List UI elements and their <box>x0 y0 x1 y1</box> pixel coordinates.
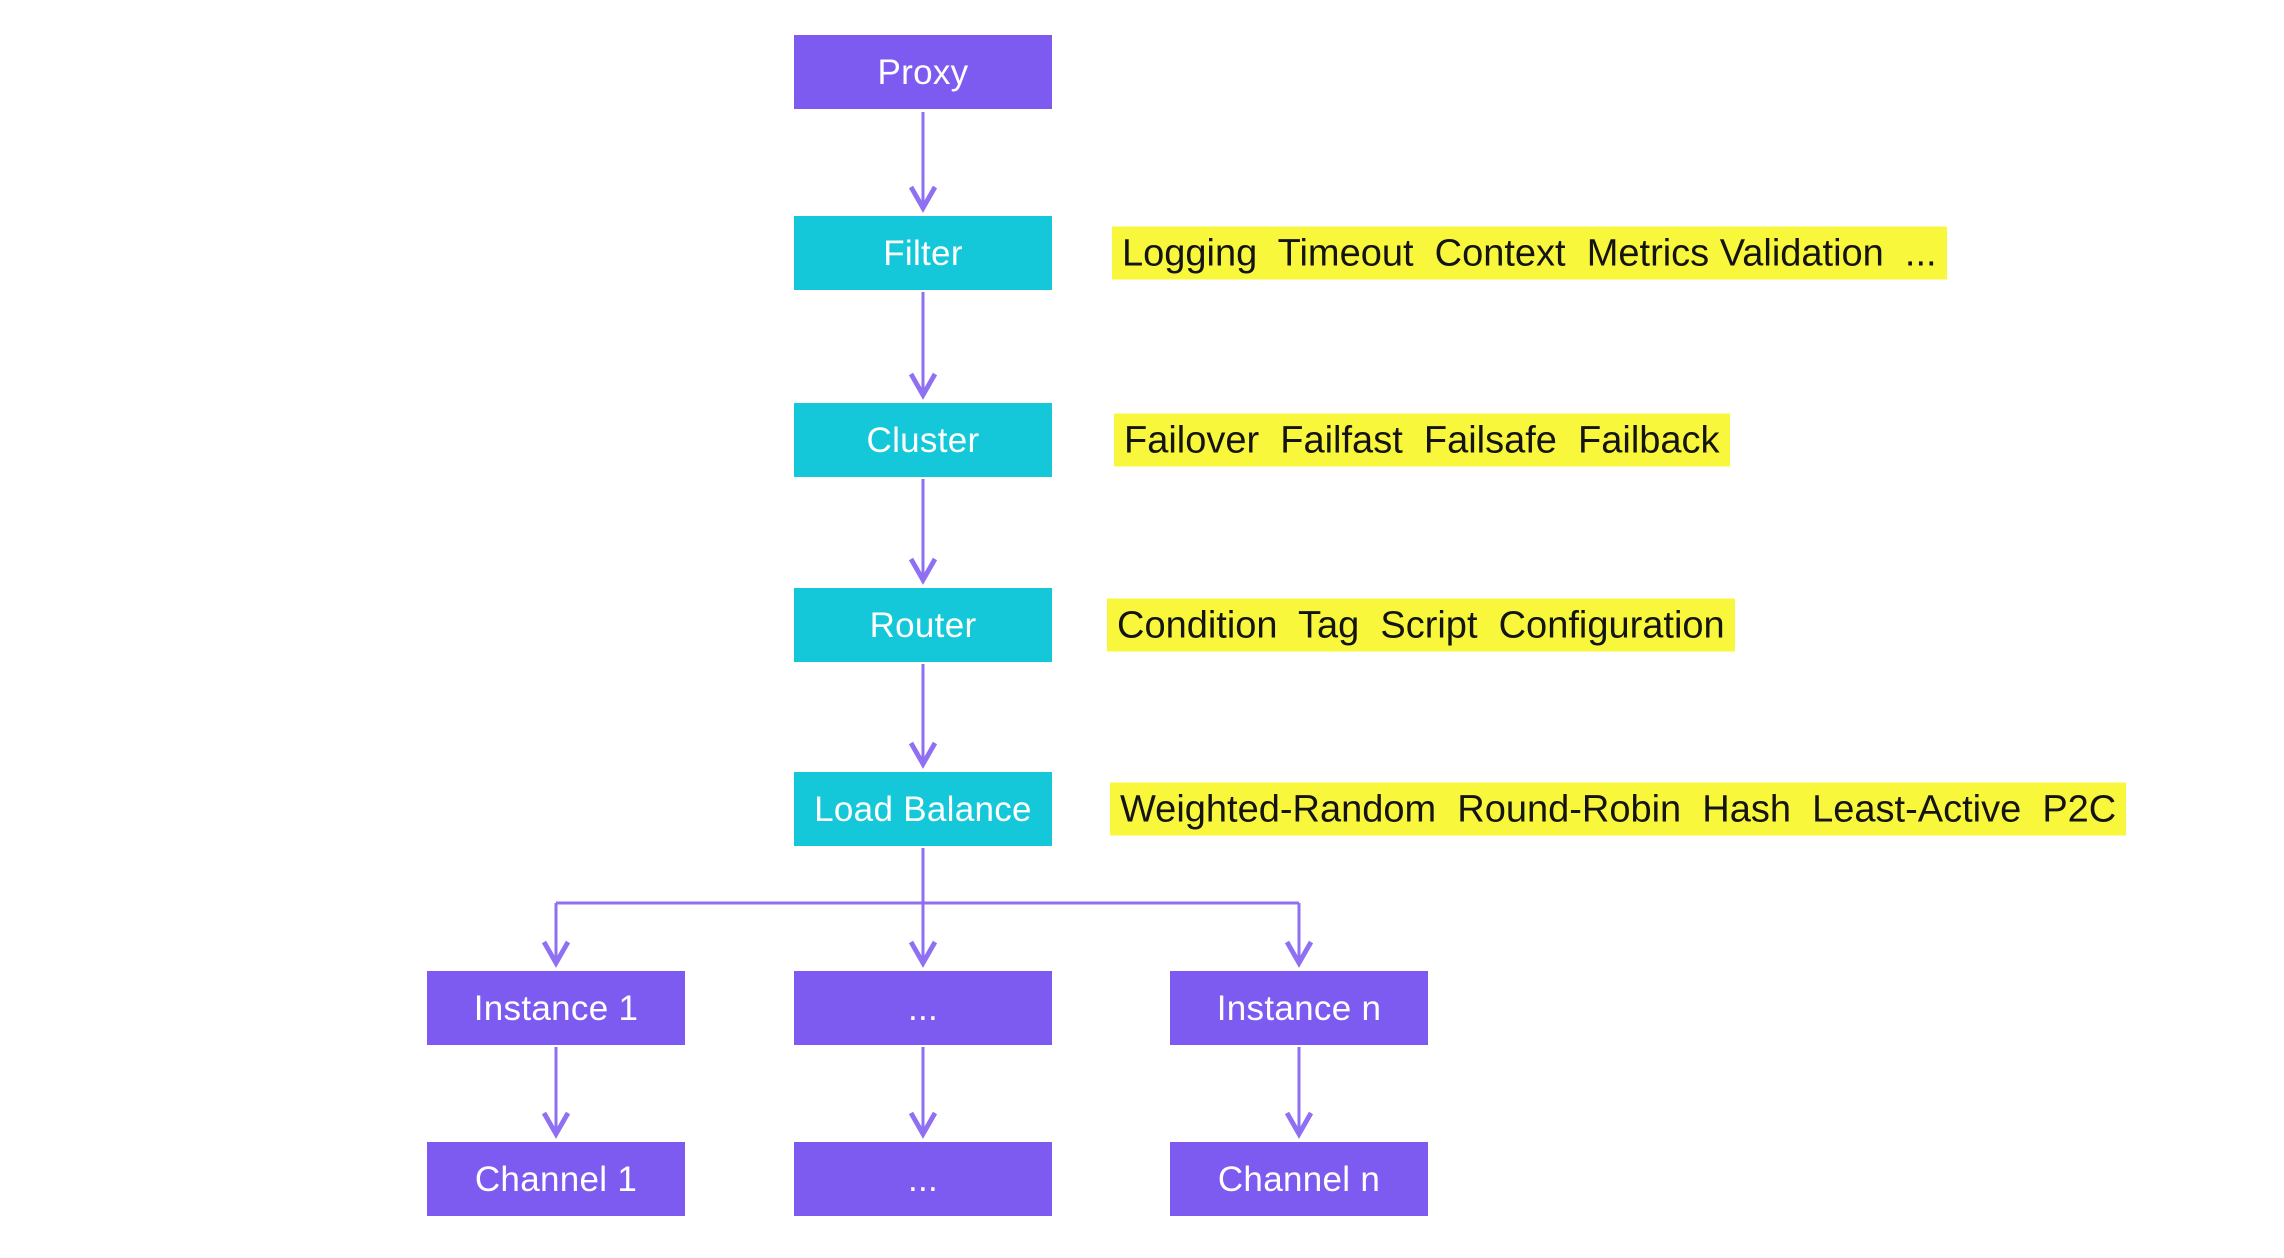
node-instance-n: Instance n <box>1170 971 1428 1045</box>
node-proxy: Proxy <box>794 35 1052 109</box>
node-instance-ellipsis: ... <box>794 971 1052 1045</box>
annotation-filter-strategies: Logging Timeout Context Metrics Validati… <box>1112 226 1947 280</box>
node-channel-n: Channel n <box>1170 1142 1428 1216</box>
node-filter: Filter <box>794 216 1052 290</box>
node-filter-label: Filter <box>883 233 963 273</box>
node-load-balance: Load Balance <box>794 772 1052 846</box>
node-channel-ellipsis: ... <box>794 1142 1052 1216</box>
annotation-load-balance-strategies: Weighted-Random Round-Robin Hash Least-A… <box>1110 782 2127 836</box>
annotation-cluster-strategies: Failover Failfast Failsafe Failback <box>1114 413 1730 467</box>
node-channel-ellipsis-label: ... <box>907 1159 939 1199</box>
node-instance-1: Instance 1 <box>427 971 685 1045</box>
node-router-label: Router <box>869 605 977 645</box>
node-cluster: Cluster <box>794 403 1052 477</box>
node-proxy-label: Proxy <box>877 52 969 92</box>
node-channel-1: Channel 1 <box>427 1142 685 1216</box>
node-load-balance-label: Load Balance <box>814 789 1032 829</box>
node-channel-1-label: Channel 1 <box>474 1159 638 1199</box>
node-instance-1-label: Instance 1 <box>473 988 639 1028</box>
node-router: Router <box>794 588 1052 662</box>
node-channel-n-label: Channel n <box>1217 1159 1381 1199</box>
node-instance-ellipsis-label: ... <box>907 988 939 1028</box>
node-cluster-label: Cluster <box>866 420 980 460</box>
node-instance-n-label: Instance n <box>1216 988 1382 1028</box>
annotation-router-strategies: Condition Tag Script Configuration <box>1107 598 1735 652</box>
